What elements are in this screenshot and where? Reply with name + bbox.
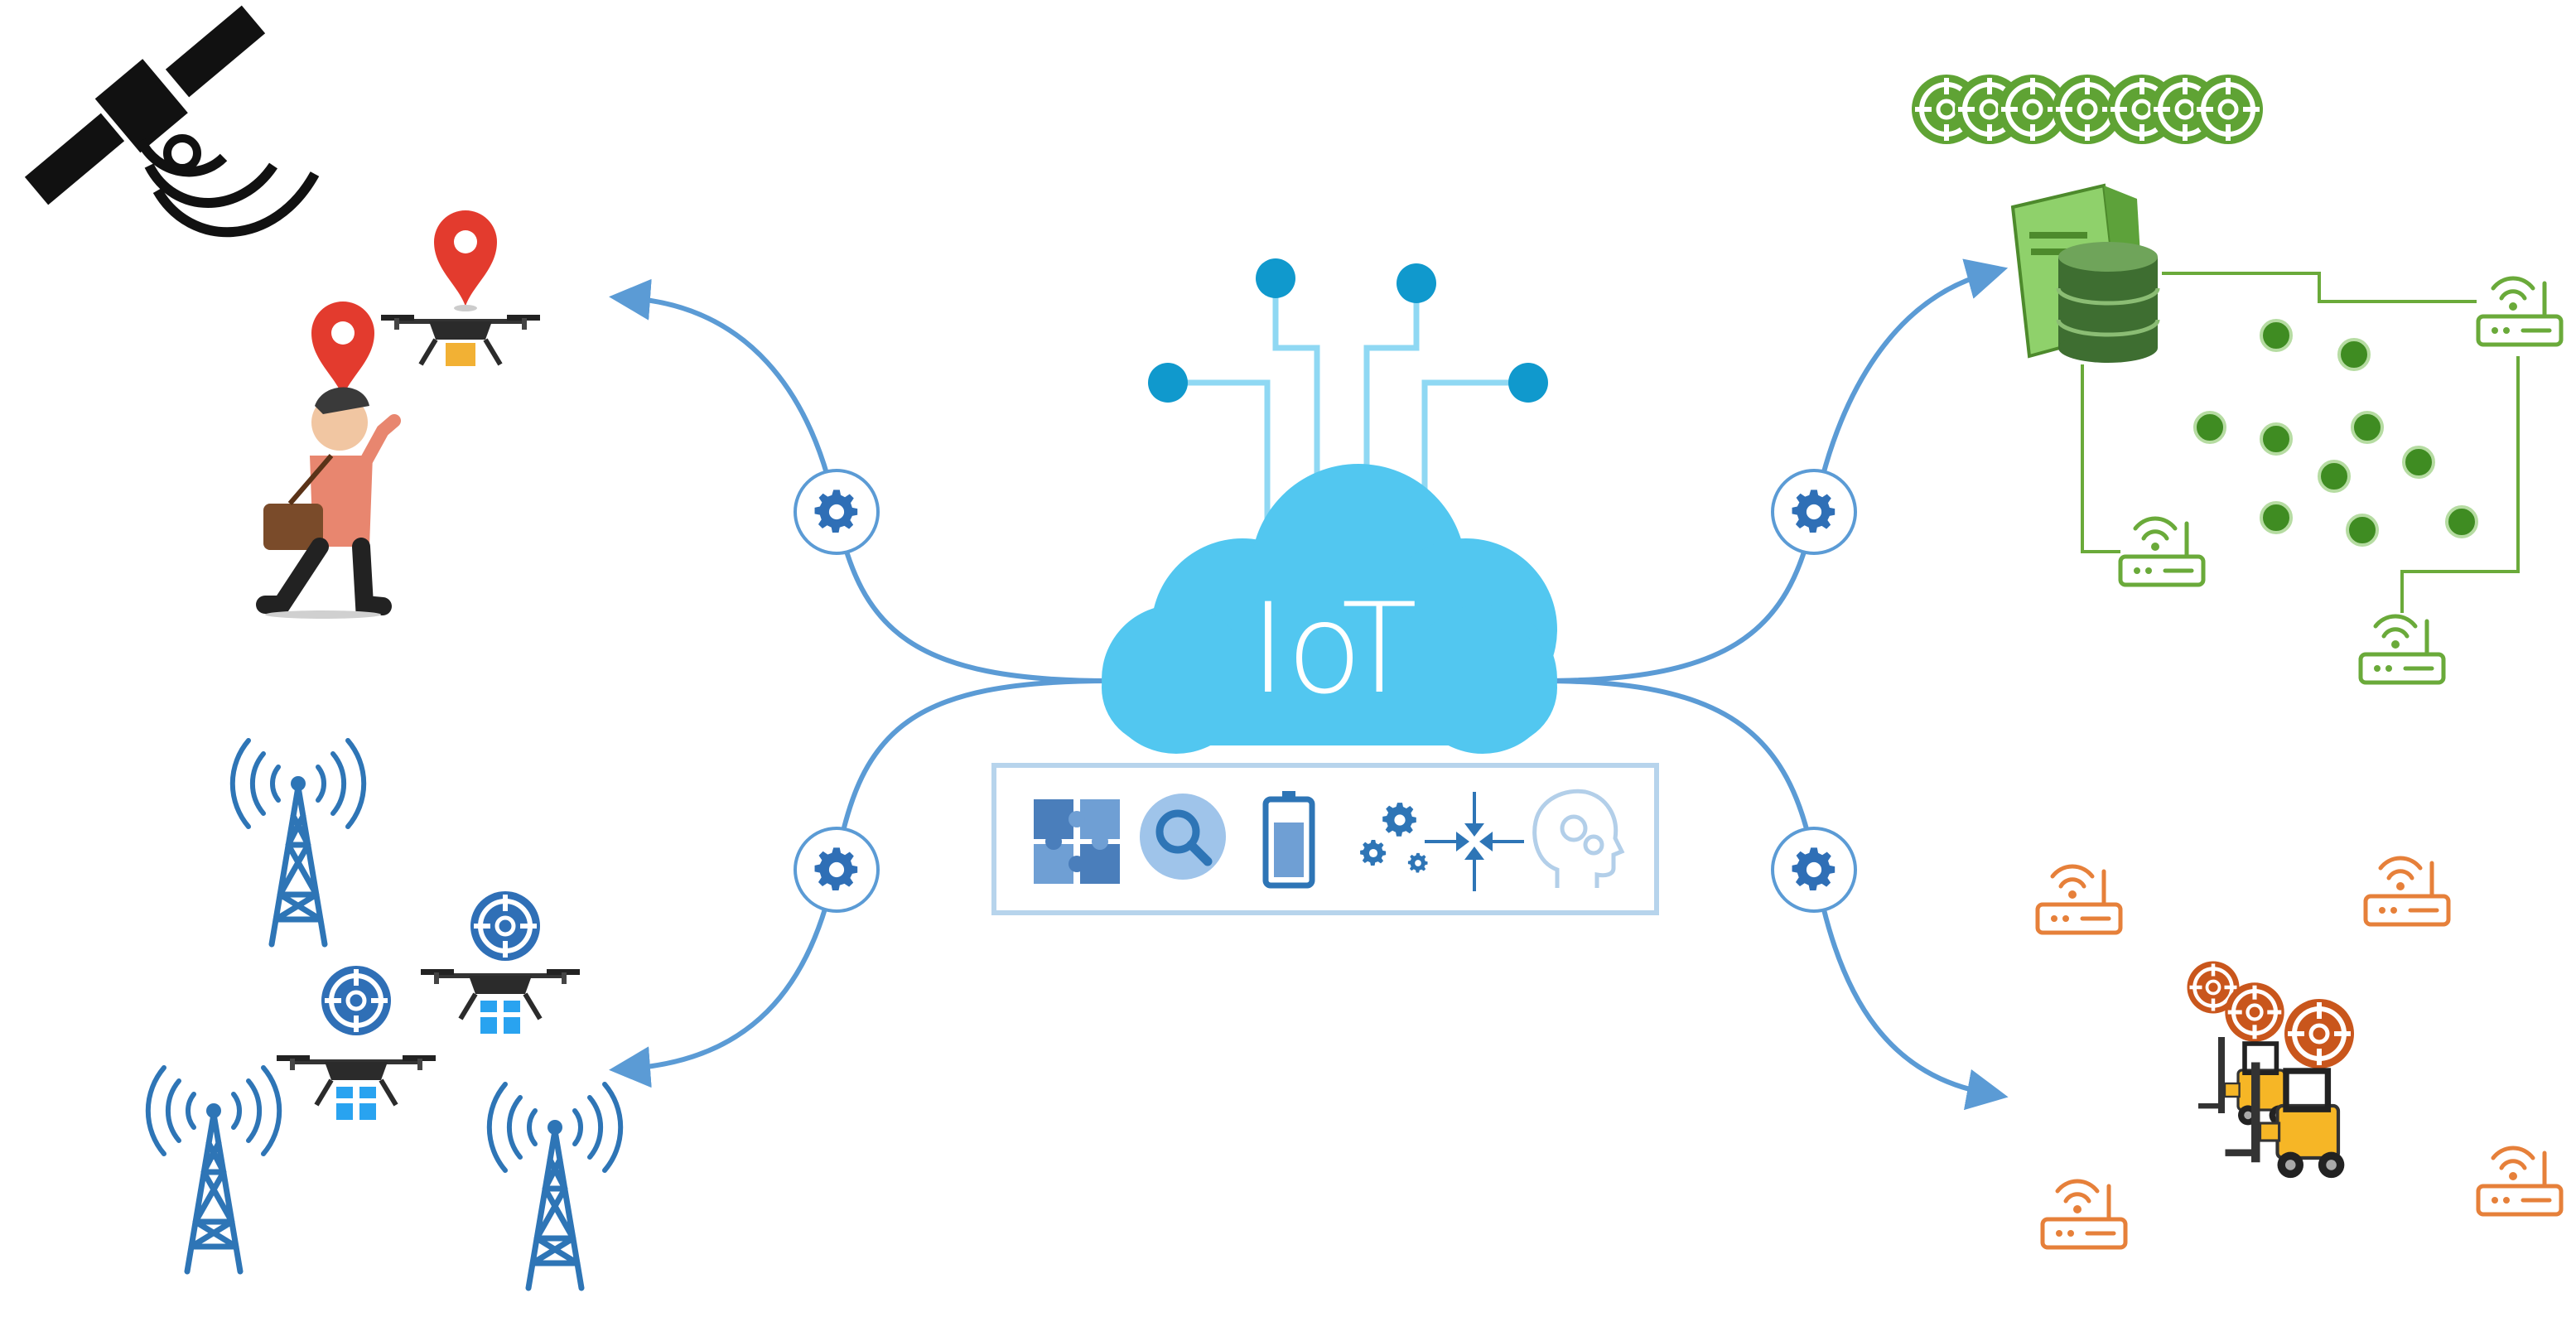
target-badge-icon <box>321 966 391 1035</box>
capability-panel <box>991 763 1659 915</box>
gift-drone-icon <box>277 1055 436 1120</box>
target-badge-icon <box>2225 982 2284 1041</box>
magnifier-icon <box>1140 794 1226 880</box>
puzzle-icon <box>1034 799 1120 884</box>
router-icon <box>2478 1148 2561 1214</box>
cloud-label: IoT <box>1250 577 1417 721</box>
converge-arrows-icon <box>1425 792 1524 891</box>
branch-gear-top-right <box>1771 469 1857 555</box>
sensor-node <box>2346 514 2379 547</box>
iot-cloud <box>1102 464 1557 754</box>
sensor-node <box>2260 501 2293 534</box>
server-database-icon <box>2010 183 2160 363</box>
target-badge-icon <box>2284 999 2354 1069</box>
gear-icon <box>814 490 858 533</box>
router-icon <box>2478 278 2561 345</box>
sensor-node <box>2260 422 2293 456</box>
connector-top-right <box>1540 258 2009 683</box>
circuit-traces <box>1168 278 1528 530</box>
circuit-node <box>1397 263 1436 303</box>
target-badge-icon <box>470 891 540 961</box>
router-icon <box>2038 866 2120 933</box>
branch-gear-top-left <box>794 469 880 555</box>
satellite-icon <box>24 5 320 238</box>
sensor-node <box>2445 505 2478 538</box>
circuit-node <box>1148 363 1188 403</box>
router-icon <box>2120 519 2203 585</box>
gears-icon <box>1360 803 1428 873</box>
circuit-node <box>1508 363 1548 403</box>
cell-tower-icon <box>233 741 364 944</box>
battery-icon <box>1262 791 1315 889</box>
target-badge-icon <box>2193 75 2263 144</box>
branch-gear-bottom-right <box>1771 827 1857 913</box>
sensor-node <box>2260 319 2293 352</box>
walking-person-icon <box>256 387 401 619</box>
gear-icon <box>814 847 858 891</box>
sensor-node <box>2351 411 2384 444</box>
head-gears-icon <box>1532 789 1625 888</box>
target-badge-row <box>1912 75 2263 144</box>
gift-drone-icon <box>421 969 580 1034</box>
forklift-icon <box>2198 1037 2289 1125</box>
router-icon <box>2366 858 2448 924</box>
circuit-node <box>1256 258 1295 298</box>
router-icon <box>2361 616 2443 683</box>
cell-tower-icon <box>490 1084 620 1288</box>
sensor-node <box>2402 446 2435 479</box>
branch-gear-bottom-left <box>794 827 880 913</box>
cell-tower-icon <box>148 1068 279 1271</box>
green-network-lines <box>2081 272 2520 613</box>
sensor-node <box>2193 411 2226 444</box>
sensor-nodes <box>2193 319 2478 547</box>
sensor-node <box>2337 338 2371 371</box>
sensor-node <box>2318 460 2351 493</box>
location-pin-icon <box>434 210 497 311</box>
delivery-drone-icon <box>381 315 540 366</box>
router-icon <box>2043 1181 2125 1247</box>
gear-icon <box>1792 490 1836 533</box>
gear-icon <box>1792 847 1836 891</box>
